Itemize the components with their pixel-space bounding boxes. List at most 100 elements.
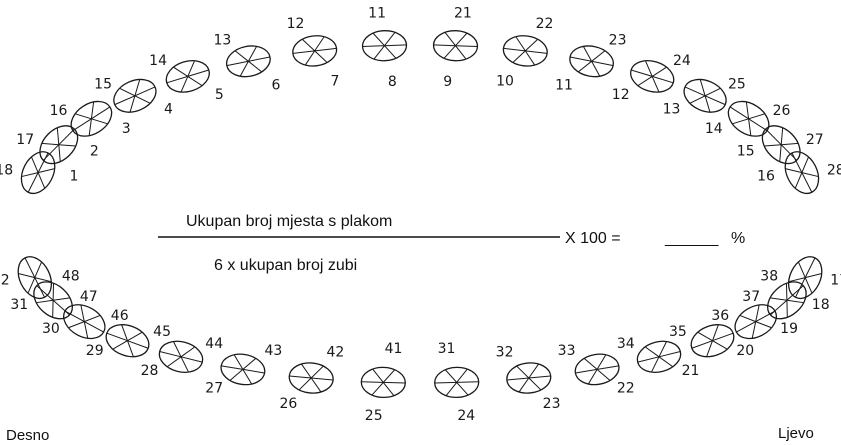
tooth-label-outer: 11 xyxy=(368,6,386,22)
tooth-label-outer: 17 xyxy=(16,132,34,148)
formula-blank: ______ xyxy=(664,230,719,247)
tooth-label-inner: 42 xyxy=(326,344,344,360)
tooth-label-inner: 37 xyxy=(742,289,760,305)
tooth-label-inner: 36 xyxy=(711,308,729,324)
upper-arch-tooth xyxy=(225,45,271,78)
tooth-label-outer: 14 xyxy=(149,53,167,69)
upper-arch-tooth xyxy=(165,60,210,93)
tooth-label-outer: 15 xyxy=(94,77,112,93)
tooth-label-outer: 26 xyxy=(773,103,791,119)
side-label-right: Desno xyxy=(6,427,49,444)
tooth-label-outer: 32 xyxy=(0,272,10,288)
tooth-label-inner: 16 xyxy=(757,169,775,185)
plaque-formula: Ukupan broj mjesta s plakom X 100 = ____… xyxy=(158,213,745,274)
tooth-label-outer: 20 xyxy=(736,343,754,359)
formula-numerator: Ukupan broj mjesta s plakom xyxy=(186,213,392,230)
tooth-label-inner: 31 xyxy=(438,341,456,357)
side-label-left: Ljevo xyxy=(778,425,814,442)
tooth-label-inner: 38 xyxy=(760,269,778,285)
tooth-label-inner: 48 xyxy=(62,269,80,285)
tooth-label-inner: 2 xyxy=(90,144,99,160)
tooth-label-outer: 23 xyxy=(609,33,627,49)
upper-arch-tooth xyxy=(761,125,801,165)
tooth-label-outer: 30 xyxy=(42,321,60,337)
tooth-label-inner: 6 xyxy=(272,77,281,93)
tooth-label-outer: 21 xyxy=(454,6,472,22)
lower-arch-tooth xyxy=(33,281,73,320)
tooth-label-outer: 29 xyxy=(86,343,104,359)
upper-arch: 1811721631541451361271182192210231124122… xyxy=(0,6,841,195)
lower-arch-tooth xyxy=(506,362,552,394)
tooth-label-inner: 41 xyxy=(385,341,403,357)
tooth-label-outer: 27 xyxy=(205,381,223,397)
tooth-label-outer: 21 xyxy=(682,363,700,379)
formula-denominator: 6 x ukupan broj zubi xyxy=(214,257,357,274)
lower-arch-tooth xyxy=(158,340,204,373)
tooth-label-inner: 14 xyxy=(705,121,723,137)
upper-arch-tooth xyxy=(683,78,727,113)
tooth-label-outer: 24 xyxy=(457,408,475,424)
tooth-label-inner: 11 xyxy=(555,77,573,93)
lower-arch: 3248314730462945284427432642254124312332… xyxy=(0,256,841,424)
lower-arch-tooth xyxy=(787,256,823,300)
upper-arch-tooth xyxy=(569,45,615,78)
tooth-label-inner: 3 xyxy=(122,121,131,137)
tooth-label-outer: 26 xyxy=(279,396,297,412)
upper-arch-tooth xyxy=(20,151,56,195)
tooth-label-outer: 18 xyxy=(0,163,13,179)
tooth-label-outer: 25 xyxy=(365,408,383,424)
upper-arch-tooth xyxy=(70,100,113,137)
tooth-label-outer: 16 xyxy=(50,103,68,119)
tooth-label-inner: 43 xyxy=(264,343,282,359)
upper-arch-tooth xyxy=(784,151,820,195)
tooth-label-inner: 47 xyxy=(80,289,98,305)
tooth-label-inner: 46 xyxy=(111,308,129,324)
tooth-label-inner: 13 xyxy=(663,102,681,118)
tooth-label-outer: 22 xyxy=(536,16,554,32)
lower-arch-tooth xyxy=(636,340,682,373)
upper-arch-tooth xyxy=(113,78,157,113)
upper-arch-tooth xyxy=(432,30,479,62)
upper-arch-tooth xyxy=(292,35,338,67)
tooth-label-outer: 23 xyxy=(543,396,561,412)
lower-arch-tooth xyxy=(288,362,334,394)
tooth-label-outer: 28 xyxy=(141,363,159,379)
tooth-label-inner: 15 xyxy=(737,144,755,160)
tooth-label-outer: 24 xyxy=(673,53,691,69)
lower-arch-tooth xyxy=(690,324,735,358)
tooth-label-outer: 28 xyxy=(827,163,841,179)
lower-arch-tooth xyxy=(105,324,150,358)
tooth-label-outer: 18 xyxy=(812,297,830,313)
tooth-label-outer: 27 xyxy=(806,132,824,148)
lower-arch-tooth xyxy=(360,366,406,399)
upper-arch-tooth xyxy=(727,100,770,137)
tooth-label-inner: 8 xyxy=(388,74,397,90)
tooth-label-outer: 12 xyxy=(287,16,305,32)
tooth-label-inner: 10 xyxy=(496,74,514,90)
lower-arch-tooth xyxy=(220,353,266,386)
formula-multiplier: X 100 = xyxy=(565,230,621,247)
upper-arch-tooth xyxy=(361,30,408,62)
upper-arch-tooth xyxy=(502,35,548,67)
tooth-label-inner: 44 xyxy=(205,336,223,352)
upper-arch-tooth xyxy=(39,125,79,165)
tooth-label-outer: 22 xyxy=(617,381,635,397)
tooth-label-inner: 35 xyxy=(669,324,687,340)
tooth-label-inner: 12 xyxy=(612,87,630,103)
tooth-label-inner: 9 xyxy=(443,74,452,90)
formula-unit: % xyxy=(731,230,745,247)
tooth-label-inner: 4 xyxy=(164,102,173,118)
tooth-label-inner: 33 xyxy=(558,343,576,359)
tooth-label-outer: 19 xyxy=(780,321,798,337)
tooth-label-outer: 17 xyxy=(830,272,841,288)
tooth-label-outer: 13 xyxy=(213,33,231,49)
lower-arch-tooth xyxy=(767,281,807,320)
tooth-label-inner: 1 xyxy=(70,169,79,185)
upper-arch-tooth xyxy=(630,60,675,93)
lower-arch-tooth xyxy=(434,366,480,399)
tooth-label-outer: 25 xyxy=(728,77,746,93)
tooth-label-inner: 45 xyxy=(153,324,171,340)
tooth-label-outer: 31 xyxy=(10,297,28,313)
lower-arch-tooth xyxy=(63,304,106,340)
